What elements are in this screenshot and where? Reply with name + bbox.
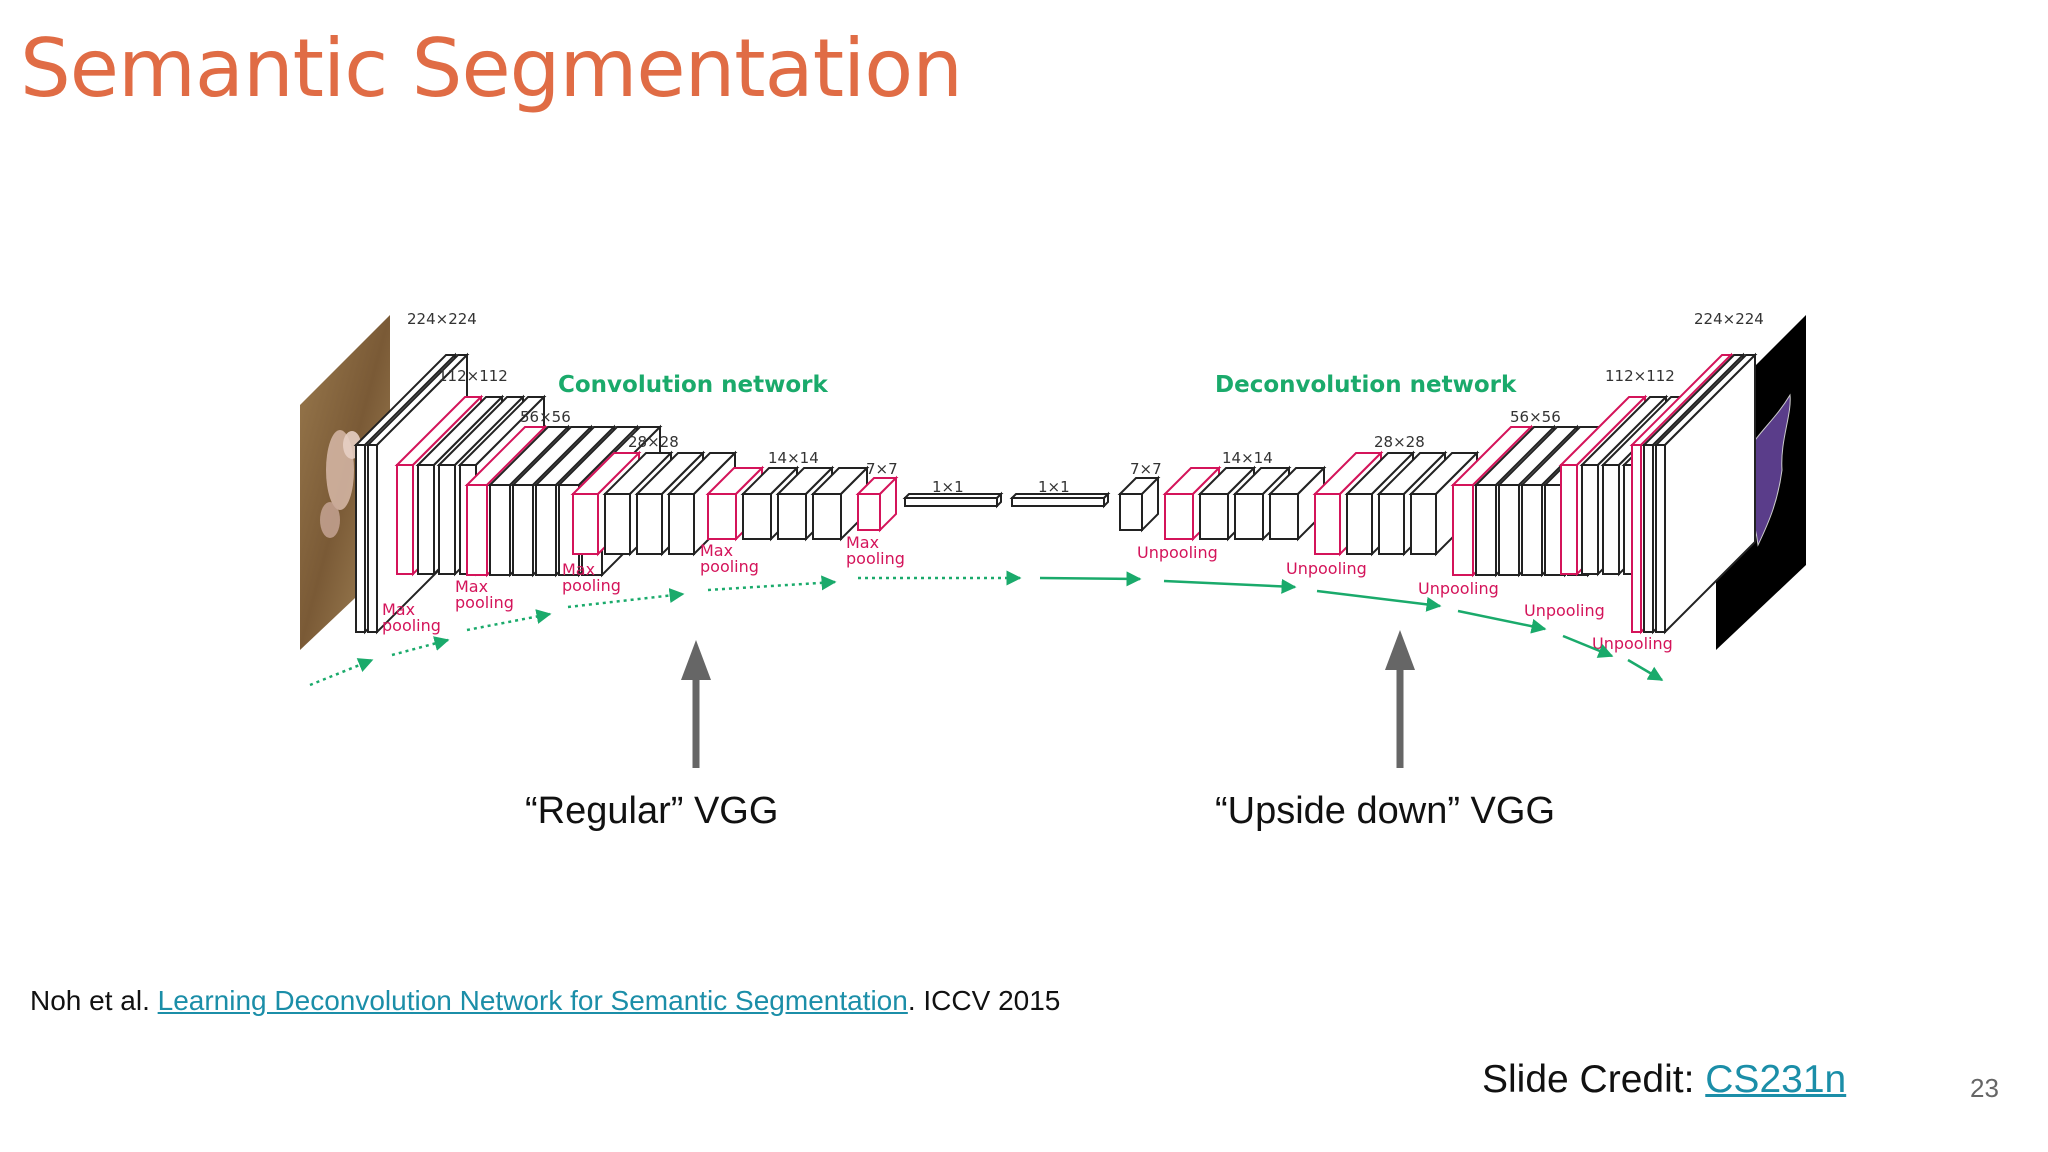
max-pooling-label: Max bbox=[562, 560, 595, 579]
max-pooling-label: Max bbox=[846, 533, 879, 552]
max-pooling-label: pooling bbox=[455, 593, 514, 612]
decoder-size-label: 7×7 bbox=[1130, 460, 1162, 478]
fc-block bbox=[1009, 491, 1111, 509]
max-pooling-label: pooling bbox=[382, 616, 441, 635]
decoder-size-label: 224×224 bbox=[1694, 310, 1764, 328]
flow-arrow bbox=[1316, 589, 1442, 612]
flow-arrow bbox=[309, 658, 374, 687]
unpooling-label: Unpooling bbox=[1524, 601, 1605, 620]
max-pooling-label: Max bbox=[700, 541, 733, 560]
flow-arrow bbox=[1039, 571, 1142, 587]
slide-credit: Slide Credit: CS231n bbox=[1482, 1058, 1846, 1102]
encoder-size-label: 56×56 bbox=[520, 408, 571, 426]
unpooling-label: Unpooling bbox=[1137, 543, 1218, 562]
decoder-size-label: 28×28 bbox=[1374, 433, 1425, 451]
max-pooling-label: pooling bbox=[562, 576, 621, 595]
flow-arrow bbox=[707, 575, 837, 592]
max-pooling-label: pooling bbox=[700, 557, 759, 576]
decoder-size-label: 56×56 bbox=[1510, 408, 1561, 426]
max-pooling-label: Max bbox=[382, 600, 415, 619]
encoder-conv-block bbox=[810, 465, 870, 542]
encoder-size-label: 112×112 bbox=[438, 367, 508, 385]
page-number: 23 bbox=[1970, 1073, 1999, 1103]
upside-down-vgg-label: “Upside down” VGG bbox=[1215, 790, 1556, 832]
flow-arrow bbox=[391, 636, 450, 657]
deconv-network-title: Deconvolution network bbox=[1215, 372, 1517, 398]
encoder-size-label: 1×1 bbox=[932, 478, 964, 496]
regular-vgg-label: “Regular” VGG bbox=[525, 790, 779, 832]
layer-blocks bbox=[353, 352, 1758, 635]
decoder-size-label: 14×14 bbox=[1222, 449, 1273, 467]
encoder-size-label: 224×224 bbox=[407, 310, 477, 328]
encoder-size-label: 7×7 bbox=[866, 460, 898, 478]
unpooling-label: Unpooling bbox=[1592, 634, 1673, 653]
encoder-pool-block bbox=[855, 475, 899, 533]
fc-block bbox=[902, 491, 1004, 509]
encoder-size-label: 28×28 bbox=[628, 433, 679, 451]
flow-arrows bbox=[309, 570, 1664, 687]
decoder-size-label: 112×112 bbox=[1605, 367, 1675, 385]
upside-down-vgg-arrow bbox=[1385, 630, 1415, 768]
unpooling-label: Unpooling bbox=[1418, 579, 1499, 598]
cs231n-link[interactable]: CS231n bbox=[1705, 1058, 1847, 1101]
decoder-deconv-block bbox=[1653, 352, 1758, 635]
regular-vgg-arrow bbox=[681, 640, 711, 768]
max-pooling-label: pooling bbox=[846, 549, 905, 568]
decoder-size-label: 1×1 bbox=[1038, 478, 1070, 496]
paper-link[interactable]: Learning Deconvolution Network for Seman… bbox=[157, 985, 908, 1016]
citation: Noh et al. Learning Deconvolution Networ… bbox=[30, 985, 1060, 1017]
flow-arrow bbox=[1163, 578, 1297, 594]
flow-arrow bbox=[466, 609, 552, 632]
layer-labels: 224×224 112×112 56×56 28×28 14×14 7×7 1×1 1×1 7×… bbox=[382, 310, 1764, 653]
citation-suffix: . ICCV 2015 bbox=[907, 985, 1061, 1016]
credit-prefix: Slide Credit: bbox=[1482, 1058, 1706, 1101]
flow-arrow bbox=[1562, 634, 1614, 658]
conv-network-title: Convolution network bbox=[558, 372, 829, 398]
decoder-deconv-block bbox=[1117, 475, 1161, 533]
encoder-size-label: 14×14 bbox=[768, 449, 819, 467]
slide-title: Semantic Segmentation bbox=[20, 22, 963, 115]
max-pooling-label: Max bbox=[455, 577, 488, 596]
flow-arrow bbox=[567, 588, 685, 609]
citation-prefix: Noh et al. bbox=[30, 985, 158, 1016]
unpooling-label: Unpooling bbox=[1286, 559, 1367, 578]
flow-arrow bbox=[1627, 658, 1664, 682]
flow-arrow bbox=[1457, 609, 1547, 634]
